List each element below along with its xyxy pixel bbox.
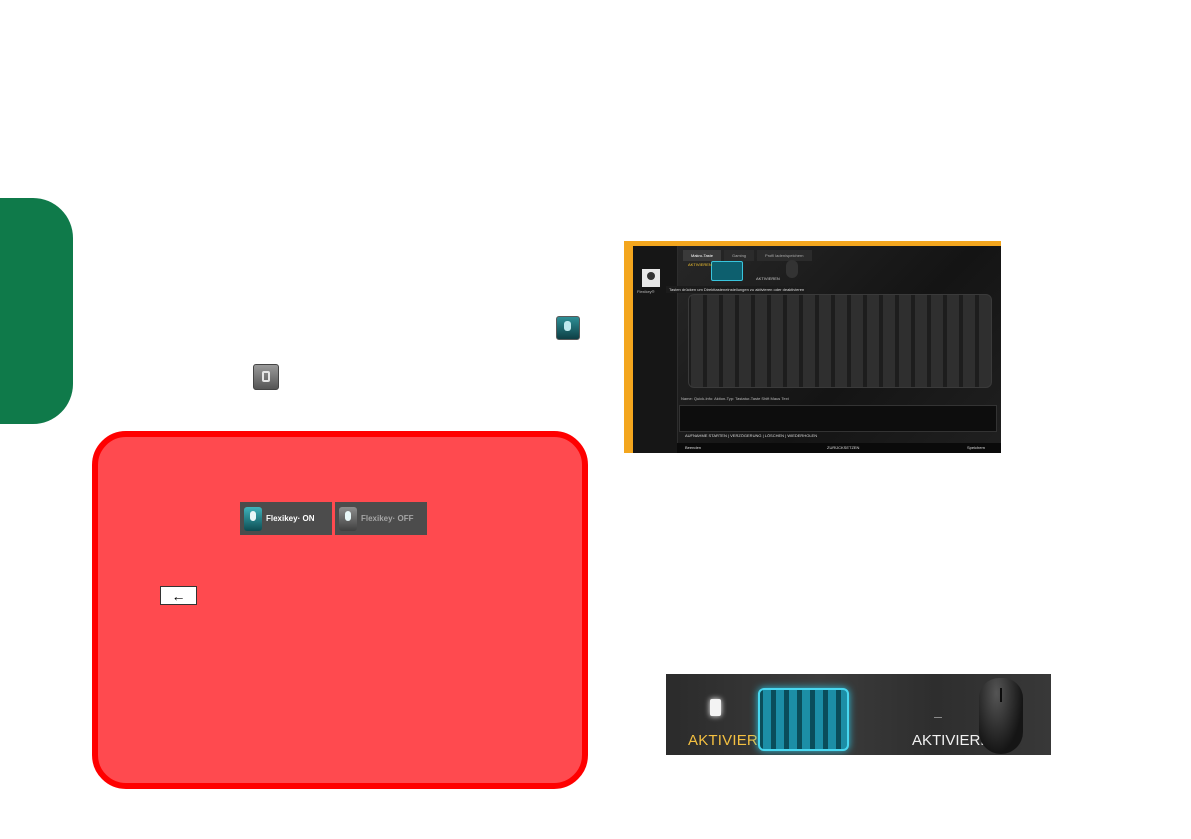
- macro-timeline[interactable]: [679, 405, 997, 432]
- flexikey-off-label: Flexikey· OFF: [361, 514, 414, 523]
- tab-profile[interactable]: Profil laden/speichern: [757, 250, 812, 261]
- app-fields-row: Name: Quick-Info: Aktion-Typ: Tastatur-T…: [681, 396, 789, 401]
- mouse-icon[interactable]: [786, 260, 798, 278]
- chapter-side-tab: [0, 198, 73, 424]
- flexikey-on-label: Flexikey· ON: [266, 514, 315, 523]
- microphone-off-icon: [339, 506, 357, 531]
- warning-box: [92, 431, 588, 789]
- app-username: Flexikey®: [637, 289, 655, 294]
- app-tabs: Makro-Taste Gaming Profil laden/speicher…: [683, 250, 812, 261]
- user-avatar-icon[interactable]: [642, 269, 660, 287]
- microphone-icon: [244, 506, 262, 531]
- activate-strip: AKTIVIEREN AKTIVIEREN: [666, 674, 1051, 755]
- flexikey-app-screenshot: Flexikey® Makro-Taste Gaming Profil lade…: [624, 241, 1001, 453]
- flexikey-off-badge: Flexikey· OFF: [335, 502, 427, 535]
- app-window: Flexikey® Makro-Taste Gaming Profil lade…: [633, 246, 1001, 453]
- exit-button[interactable]: Beenden: [685, 445, 702, 450]
- flexikey-on-badge: Flexikey· ON: [240, 502, 332, 535]
- mouse-icon-large[interactable]: [979, 678, 1023, 754]
- app-activate-keyboard[interactable]: AKTIVIEREN: [688, 262, 712, 267]
- activate-mouse-label[interactable]: AKTIVIEREN: [912, 732, 1002, 749]
- reset-button[interactable]: ZURÜCKSETZEN: [827, 445, 860, 450]
- app-actions-row: AUFNAHME STARTEN | VERZÖGERUNG | LÖSCHEN…: [685, 433, 818, 438]
- key-icon: [253, 364, 279, 390]
- keyboard-layout[interactable]: [688, 294, 992, 388]
- keyboard-led-indicator: [710, 699, 721, 716]
- keyboard-icon[interactable]: [711, 261, 743, 281]
- mouse-led-indicator: [934, 717, 942, 718]
- app-activate-mouse[interactable]: AKTIVIEREN: [756, 276, 780, 281]
- app-sidebar: Flexikey®: [633, 246, 678, 453]
- tab-macro-key[interactable]: Makro-Taste: [683, 250, 722, 261]
- tab-gaming[interactable]: Gaming: [724, 250, 755, 261]
- save-button[interactable]: Speichern: [967, 445, 986, 450]
- flexikey-toggle-badges: Flexikey· ON Flexikey· OFF: [240, 502, 427, 535]
- app-footer: Beenden ZURÜCKSETZEN Speichern: [677, 443, 1001, 453]
- flexikey-icon: [556, 316, 580, 340]
- keyboard-icon-large[interactable]: [758, 688, 849, 751]
- backspace-key-icon: ←: [160, 586, 197, 605]
- app-hint: Tasten drücken um Direkttasteneinstellun…: [666, 286, 808, 293]
- activate-keyboard-label[interactable]: AKTIVIEREN: [688, 732, 780, 749]
